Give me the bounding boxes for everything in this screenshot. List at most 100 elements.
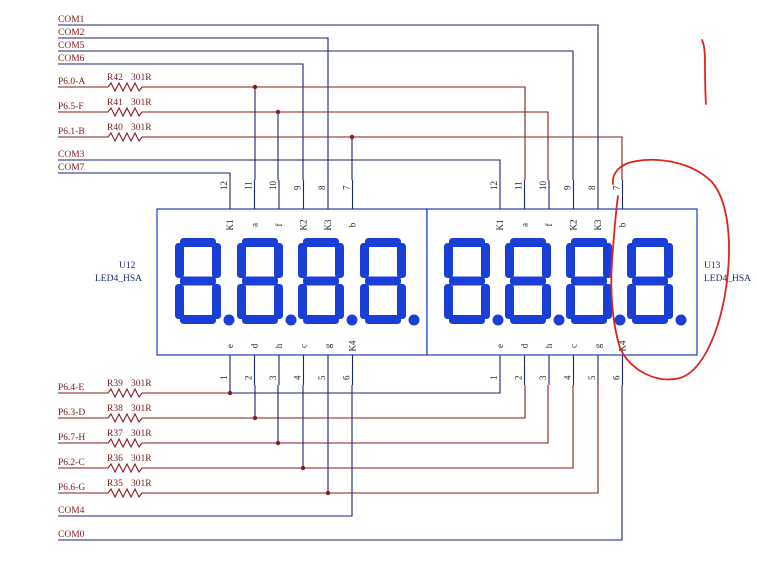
segment xyxy=(632,315,668,324)
segment xyxy=(303,238,339,247)
segment xyxy=(175,243,184,278)
segment xyxy=(571,315,607,324)
u13-top-pin-name: b xyxy=(618,222,628,227)
segment xyxy=(242,276,278,286)
r36-resistor xyxy=(58,385,574,474)
r40-resistor xyxy=(58,131,623,180)
segment xyxy=(510,315,546,324)
u12-part: LED4_HSA xyxy=(95,274,142,284)
com2-wire xyxy=(58,37,329,180)
segment xyxy=(298,243,307,278)
segment xyxy=(542,284,551,319)
bottom-resistor-group: P6.4-E R39 301R P6.3-D R38 301R P6.7-H R… xyxy=(58,379,599,499)
segment xyxy=(360,284,369,319)
decimal-point xyxy=(492,314,504,326)
top-resistor-group: P6.0-A R42 301R P6.5-F R41 301R P6.1-B R… xyxy=(58,73,623,180)
net-p6-4-e: P6.4-E xyxy=(58,383,84,393)
segment xyxy=(365,276,401,286)
annotation-stroke xyxy=(701,39,707,105)
u13-top-pin-number: 11 xyxy=(514,181,524,190)
segment xyxy=(397,243,406,278)
u13-bottom-pin-name: c xyxy=(569,344,579,348)
u12-bottom-pin-number: 6 xyxy=(342,375,352,380)
com4-label: COM4 xyxy=(58,506,85,516)
u13-top-pin-name: K3 xyxy=(593,219,603,230)
com3-wire xyxy=(58,159,501,180)
decimal-point xyxy=(408,314,420,326)
segment xyxy=(303,276,339,286)
segment xyxy=(180,276,216,286)
u12-top-pin-number: 10 xyxy=(268,181,278,191)
segment xyxy=(237,284,246,319)
u12-digit-2 xyxy=(298,238,358,326)
decimal-point xyxy=(614,314,626,326)
segment xyxy=(449,238,485,247)
net-p6-6-g: P6.6-G xyxy=(58,483,85,493)
u13-bottom-pin-name: h xyxy=(544,343,554,348)
net-p6-7-h: P6.7-H xyxy=(58,433,85,443)
segment xyxy=(664,284,673,319)
segment xyxy=(566,284,575,319)
u13-bottom-pin-number: 2 xyxy=(514,376,524,381)
com5-wire xyxy=(58,50,574,180)
u12-top-pin-number: 7 xyxy=(342,185,352,190)
junction-c xyxy=(300,465,306,471)
com3-label: COM3 xyxy=(58,150,85,160)
segment xyxy=(627,243,636,278)
r39-value: 301R xyxy=(131,379,152,389)
segment xyxy=(481,284,490,319)
junction-a xyxy=(252,84,258,90)
u12-bottom-pin-name: e xyxy=(225,344,235,348)
segment xyxy=(505,243,514,278)
segment xyxy=(571,276,607,286)
u12-top-pin-name: b xyxy=(348,222,358,227)
r41-resistor xyxy=(58,106,549,180)
segment xyxy=(212,243,221,278)
r36-ref: R36 xyxy=(107,454,123,464)
segment xyxy=(664,243,673,278)
u13-top-pin-number: 8 xyxy=(587,185,597,190)
segment xyxy=(365,315,401,324)
decimal-point xyxy=(553,314,565,326)
u13-top-pin-number: 9 xyxy=(563,185,573,190)
u12-top-pin-name: a xyxy=(250,223,260,227)
u12-bottom-pin-name: h xyxy=(274,343,284,348)
u12-bottom-pin-number: 3 xyxy=(268,375,278,380)
com0-wire xyxy=(58,385,623,541)
u13-top-pin-name: K2 xyxy=(569,220,579,231)
r37-ref: R37 xyxy=(107,429,123,439)
r40-value: 301R xyxy=(131,123,152,133)
junction-f xyxy=(275,109,281,115)
segment xyxy=(242,238,278,247)
segment xyxy=(449,276,485,286)
segment xyxy=(571,238,607,247)
segment xyxy=(627,284,636,319)
u13-digit-0 xyxy=(444,238,504,326)
u12-ref: U12 xyxy=(119,261,136,271)
segment xyxy=(449,315,485,324)
annotation-group xyxy=(610,39,730,381)
u13-top-pin-number: 10 xyxy=(538,181,548,191)
decimal-point xyxy=(675,314,687,326)
r40-ref: R40 xyxy=(107,123,123,133)
segment xyxy=(335,284,344,319)
u12-top-pin-number: 12 xyxy=(219,181,229,190)
u12-bottom-pin-number: 1 xyxy=(219,376,229,381)
u12-bottom-pin-number: 4 xyxy=(293,375,303,380)
segment xyxy=(180,315,216,324)
segment xyxy=(505,284,514,319)
u12-digit-3 xyxy=(360,238,420,326)
junction-h xyxy=(275,440,281,446)
u13-top-pin-name: f xyxy=(544,224,554,227)
r37-resistor xyxy=(58,385,549,449)
decimal-point xyxy=(285,314,297,326)
r41-ref: R41 xyxy=(107,98,123,108)
u12-bottom-pin-number: 5 xyxy=(317,375,327,380)
u12-bottom-pin-name: d xyxy=(250,343,260,348)
u12-digit-1 xyxy=(237,238,297,326)
segment xyxy=(510,238,546,247)
segment xyxy=(566,243,575,278)
segment xyxy=(180,238,216,247)
segment xyxy=(274,284,283,319)
